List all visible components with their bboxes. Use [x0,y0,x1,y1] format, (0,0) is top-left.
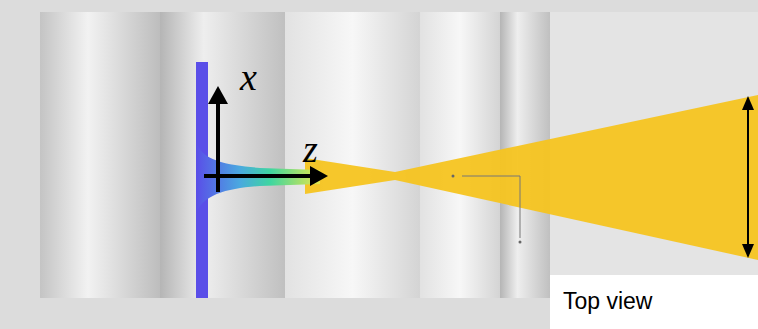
caption-panel [550,275,758,329]
view-caption: Top view [563,290,652,313]
light-beam [305,95,758,260]
taper [196,140,320,216]
axis-label: z [303,130,318,168]
axis-label: x [240,58,257,96]
cylinder [160,12,285,298]
cylinder [40,12,160,298]
cylinder [285,12,420,298]
